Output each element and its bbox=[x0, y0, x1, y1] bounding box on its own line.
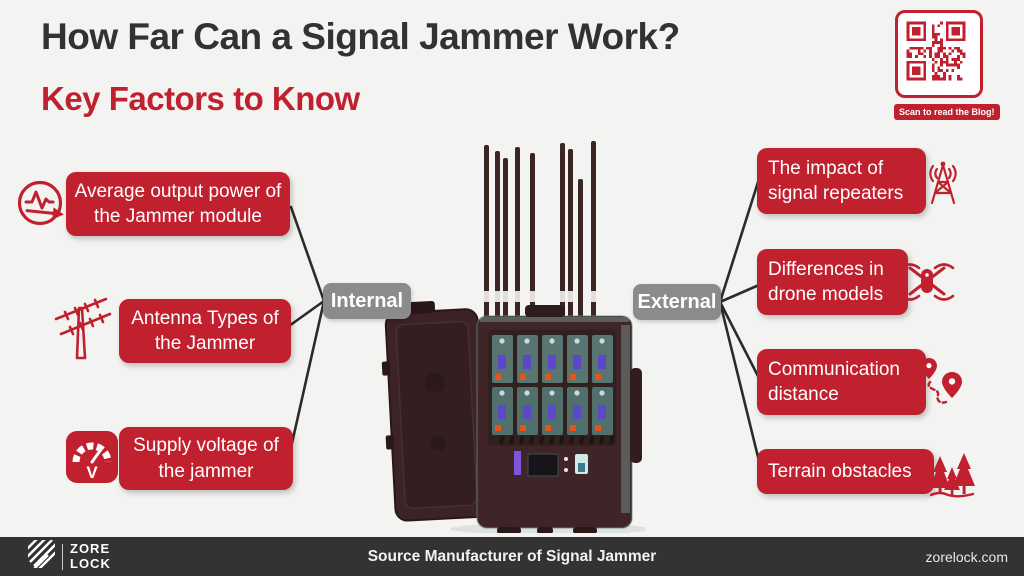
antenna-icon bbox=[52, 294, 114, 364]
signal-tower-icon bbox=[920, 157, 966, 205]
qr-block: Scan to read the Blog! bbox=[894, 10, 1000, 120]
brand-name-top: ZORE bbox=[70, 541, 111, 557]
factor-box-signal-repeaters: The impact of signal repeaters bbox=[757, 148, 926, 214]
trees-icon bbox=[928, 450, 976, 498]
factor-box-supply-voltage: Supply voltage of the jammer bbox=[119, 427, 293, 490]
brand-name: ZORE LOCK bbox=[70, 542, 111, 570]
brand-name-bottom: LOCK bbox=[70, 555, 111, 571]
factor-box-antenna-types: Antenna Types of the Jammer bbox=[119, 299, 291, 363]
output-power-icon bbox=[14, 177, 66, 229]
brand-divider bbox=[62, 543, 63, 570]
footer-tagline: Source Manufacturer of Signal Jammer bbox=[367, 547, 657, 565]
page-subtitle: Key Factors to Know bbox=[41, 80, 360, 117]
factor-box-terrain-obstacles: Terrain obstacles bbox=[757, 449, 934, 494]
footer-bar: ZORE LOCK Source Manufacturer of Signal … bbox=[0, 537, 1024, 576]
svg-text:V: V bbox=[86, 463, 98, 482]
factor-box-communication-distance: Communication distance bbox=[757, 349, 926, 415]
brand-logo: ZORE LOCK bbox=[28, 537, 111, 576]
voltage-meter-icon: V bbox=[66, 431, 118, 483]
drone-icon bbox=[899, 255, 955, 307]
qr-caption: Scan to read the Blog! bbox=[894, 104, 1000, 120]
jammer-device-photo bbox=[381, 141, 645, 533]
page-title: How Far Can a Signal Jammer Work? bbox=[41, 16, 680, 57]
internal-label: Internal bbox=[323, 283, 411, 319]
footer-website: zorelock.com bbox=[925, 548, 1008, 565]
zorelock-logo-icon bbox=[28, 540, 55, 573]
route-icon bbox=[916, 356, 966, 408]
factor-box-drone-models: Differences in drone models bbox=[757, 249, 908, 315]
factor-box-output-power: Average output power of the Jammer modul… bbox=[66, 172, 290, 236]
qr-code-icon bbox=[895, 10, 983, 98]
external-label: External bbox=[633, 284, 721, 320]
